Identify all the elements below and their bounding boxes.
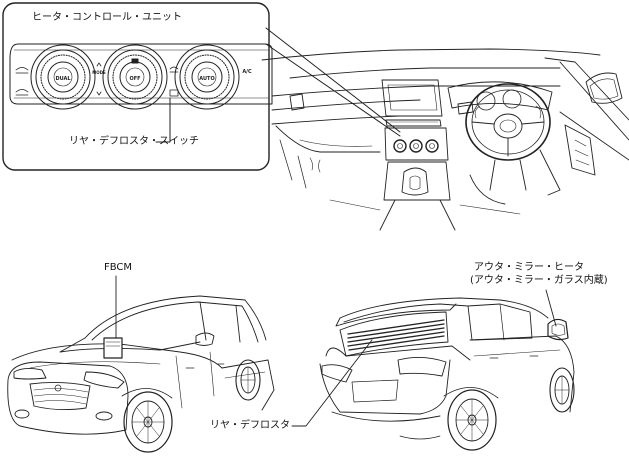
leader-inset-1	[265, 27, 401, 133]
label-rear-defroster-switch: リヤ・デフロスタ・スイッチ	[69, 136, 199, 147]
panel-mode-text: MODE	[92, 70, 106, 75]
outer-mirror	[547, 318, 569, 341]
leader-inset-2	[265, 43, 401, 137]
panel-off-text: OFF	[129, 76, 140, 82]
label-fbcm: FBCM	[104, 262, 133, 273]
panel-auto-text: AUTO	[199, 76, 214, 82]
steering-wheel	[465, 83, 551, 161]
panel-ac-text: A/C	[242, 69, 252, 75]
defroster-lines	[347, 319, 445, 351]
car-rear-view	[291, 289, 575, 451]
leader-rear-defroster	[291, 339, 373, 427]
dashboard-illustration	[261, 48, 629, 231]
knob-auto	[174, 44, 240, 110]
heater-control-inset	[2, 2, 401, 171]
leader-switch	[155, 97, 171, 143]
panel-dual-text: DUAL	[55, 76, 71, 82]
fbcm-module	[103, 337, 123, 359]
label-rear-defroster: リヤ・デフロスタ	[210, 420, 290, 431]
leader-outer-mirror	[545, 289, 557, 327]
label-outer-mirror-heater-2: (アウタ・ミラー・ガラス内蔵)	[470, 275, 608, 286]
car-front-view	[7, 275, 275, 453]
knob-off	[102, 44, 168, 110]
label-outer-mirror-heater-1: アウタ・ミラー・ヒータ	[474, 262, 584, 273]
label-heater-control-unit: ヒータ・コントロール・ユニット	[32, 12, 182, 23]
knob-dual	[30, 44, 96, 110]
panel-icons	[15, 62, 179, 97]
